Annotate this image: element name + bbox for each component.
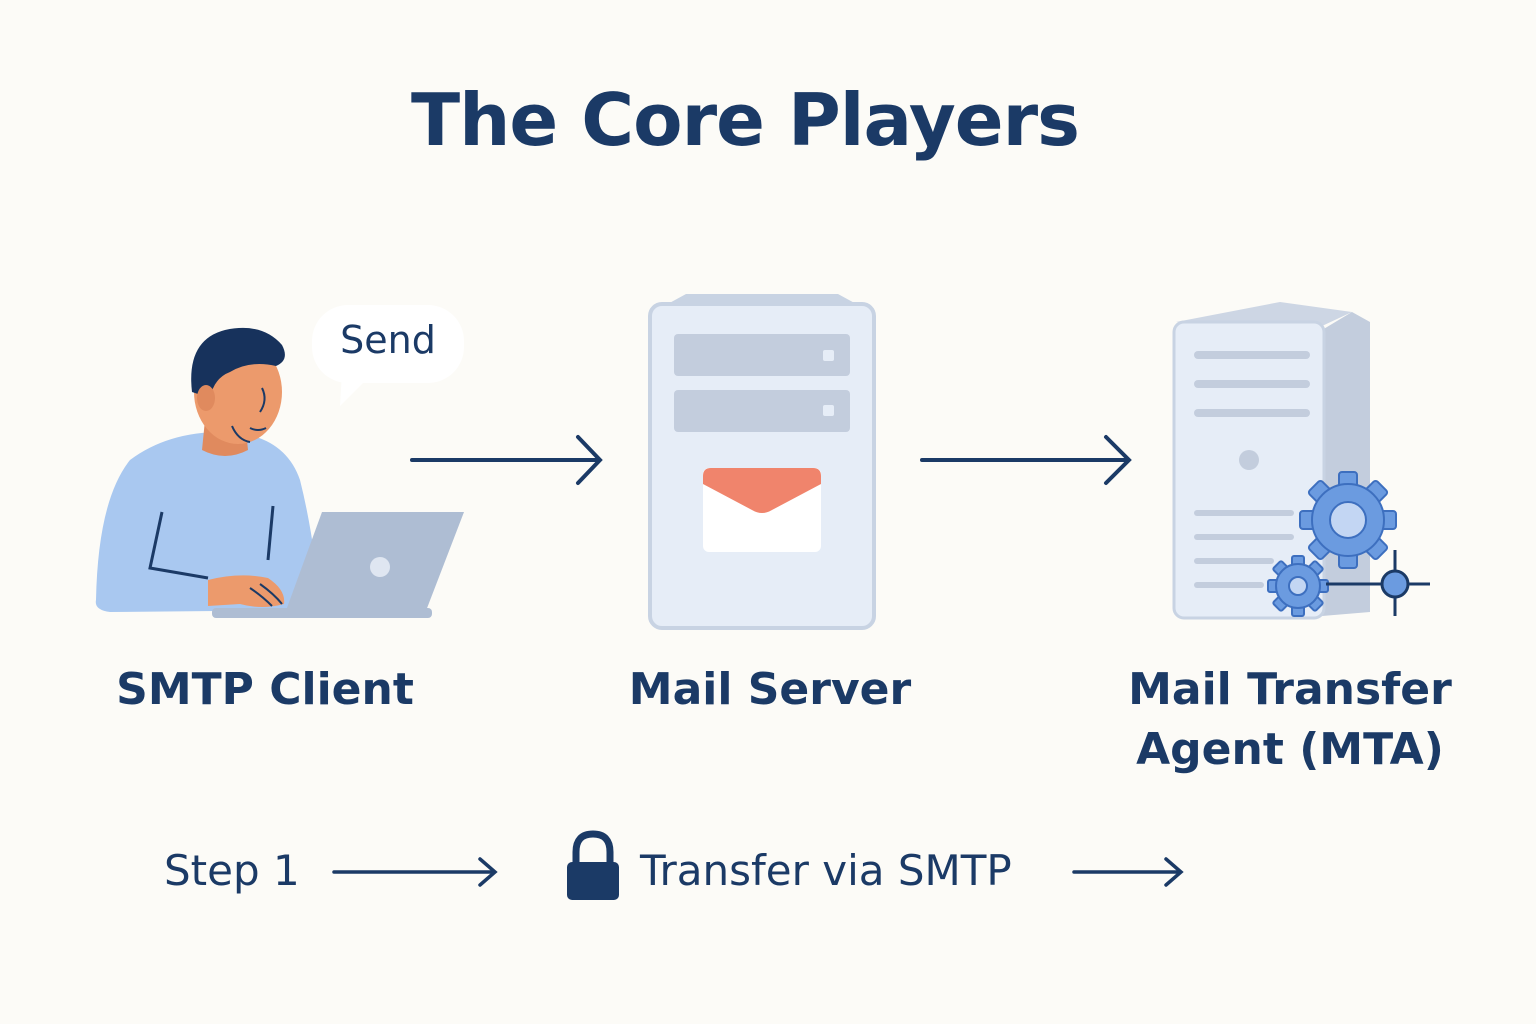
gear-icon-small bbox=[1267, 555, 1329, 617]
footer-transfer-label: Transfer via SMTP bbox=[640, 846, 1012, 895]
speech-bubble-text: Send bbox=[340, 318, 436, 362]
network-node-icon bbox=[1326, 550, 1430, 616]
mail-server-icon bbox=[648, 294, 876, 630]
arrow-client-to-server bbox=[410, 435, 603, 485]
lock-icon bbox=[567, 830, 619, 900]
footer-arrow-1 bbox=[332, 857, 498, 887]
speech-bubble bbox=[312, 305, 464, 406]
label-mta-line1: Mail Transfer bbox=[1128, 664, 1452, 715]
gear-icon-large bbox=[1299, 471, 1397, 569]
label-smtp-client: SMTP Client bbox=[116, 664, 414, 715]
person-laptop-icon bbox=[95, 327, 464, 618]
footer-arrow-2 bbox=[1072, 857, 1184, 887]
envelope-icon bbox=[703, 468, 821, 552]
footer-step-label: Step 1 bbox=[164, 846, 300, 895]
server-gears-icon bbox=[1172, 302, 1430, 620]
label-mta: Mail Transfer Agent (MTA) bbox=[1100, 660, 1480, 780]
arrow-server-to-mta bbox=[920, 435, 1132, 485]
label-mail-server: Mail Server bbox=[628, 664, 912, 715]
label-mta-line2: Agent (MTA) bbox=[1136, 724, 1444, 775]
page-title: The Core Players bbox=[411, 78, 1080, 162]
